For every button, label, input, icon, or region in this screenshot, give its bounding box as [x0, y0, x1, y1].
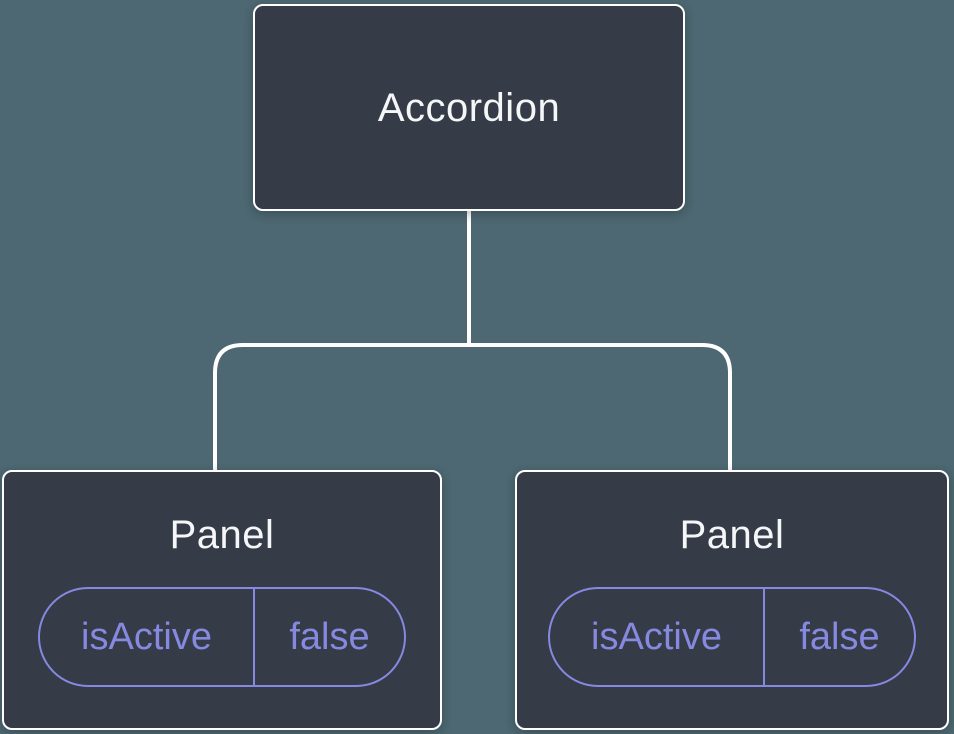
tree-node-accordion: Accordion — [253, 4, 685, 211]
state-pill-key: isActive — [40, 589, 255, 685]
connector-branch-bracket — [213, 343, 732, 471]
tree-node-panel-1: Panel isActive false — [2, 470, 442, 730]
state-pill-value: false — [289, 615, 370, 658]
tree-node-panel-2: Panel isActive false — [515, 470, 949, 730]
accordion-node-label: Accordion — [377, 85, 561, 130]
state-pill-value: false — [799, 615, 880, 658]
state-pill: isActive false — [548, 587, 916, 687]
state-pill: isActive false — [38, 587, 406, 687]
state-pill-key: isActive — [550, 589, 765, 685]
panel-node-label: Panel — [169, 513, 275, 557]
panel-node-label: Panel — [679, 513, 785, 557]
